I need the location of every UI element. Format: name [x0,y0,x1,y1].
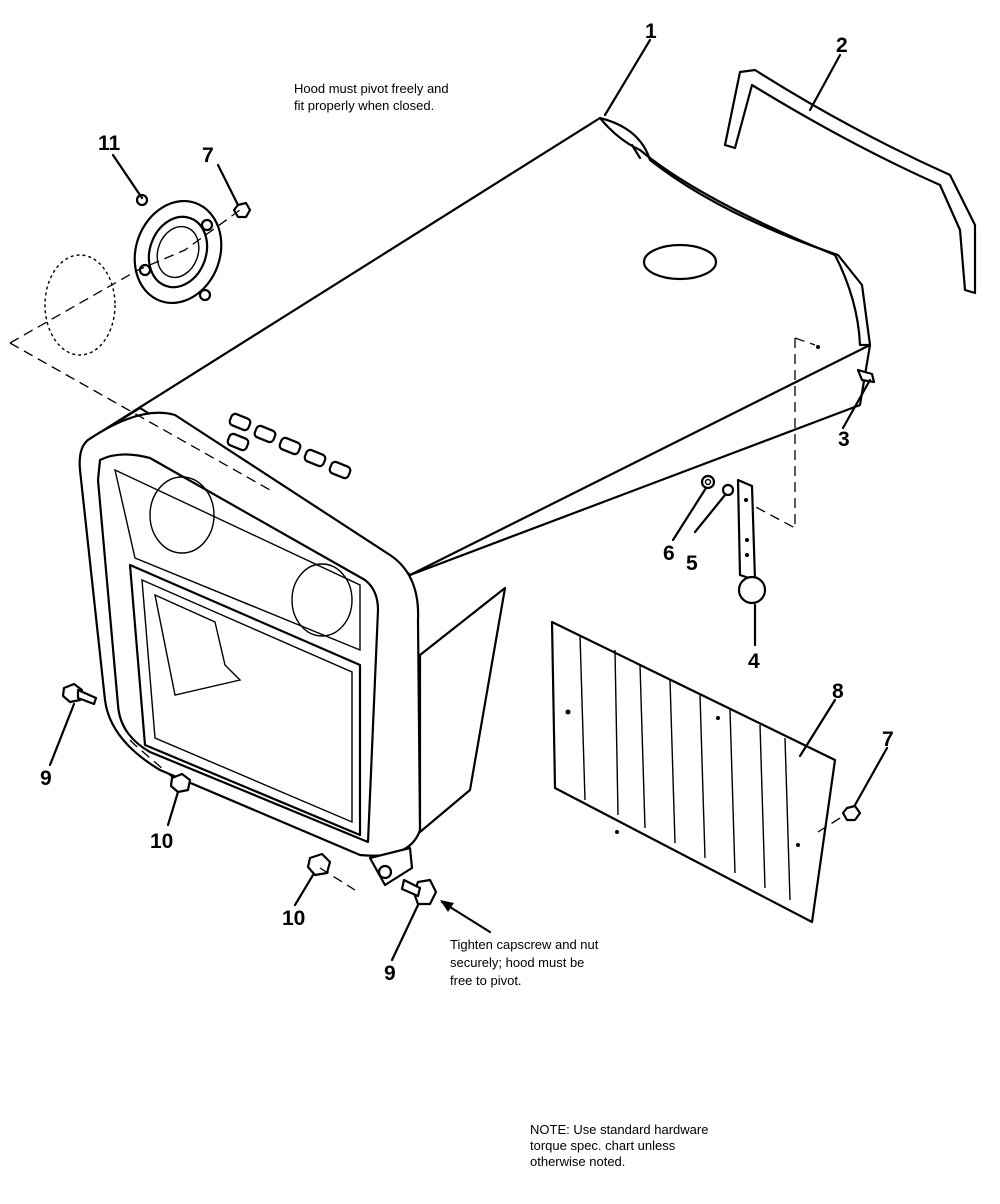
callout-6: 6 [663,542,675,565]
hood-handle [723,68,977,295]
assembly-lines [9,209,841,891]
callout-10-bottom: 10 [282,907,305,930]
callout-4: 4 [748,650,760,673]
torque-note: NOTE: Use standard hardware torque spec.… [530,1122,709,1169]
callout-2: 2 [836,34,848,57]
side-panel [550,620,862,924]
tighten-note: Tighten capscrew and nut securely; hood … [450,937,599,988]
callout-numbers: 1 2 3 4 5 6 7 7 8 9 9 10 10 11 [40,20,894,985]
callout-5: 5 [686,552,698,575]
headlight-assembly [44,193,252,356]
leader-lines [48,38,889,962]
callout-7-right: 7 [882,728,894,751]
callout-8: 8 [832,680,844,703]
callout-9-bottom: 9 [384,962,396,985]
callout-3: 3 [838,428,850,451]
callout-9-left: 9 [40,767,52,790]
hood [78,116,872,887]
callout-11: 11 [98,132,121,155]
hood-pivot-note: Hood must pivot freely and fit properly … [294,81,449,113]
callout-1: 1 [645,20,657,43]
hood-vents [226,412,352,480]
latch-assembly [700,474,767,605]
callout-10-left: 10 [150,830,173,853]
callout-7-top: 7 [202,144,214,167]
